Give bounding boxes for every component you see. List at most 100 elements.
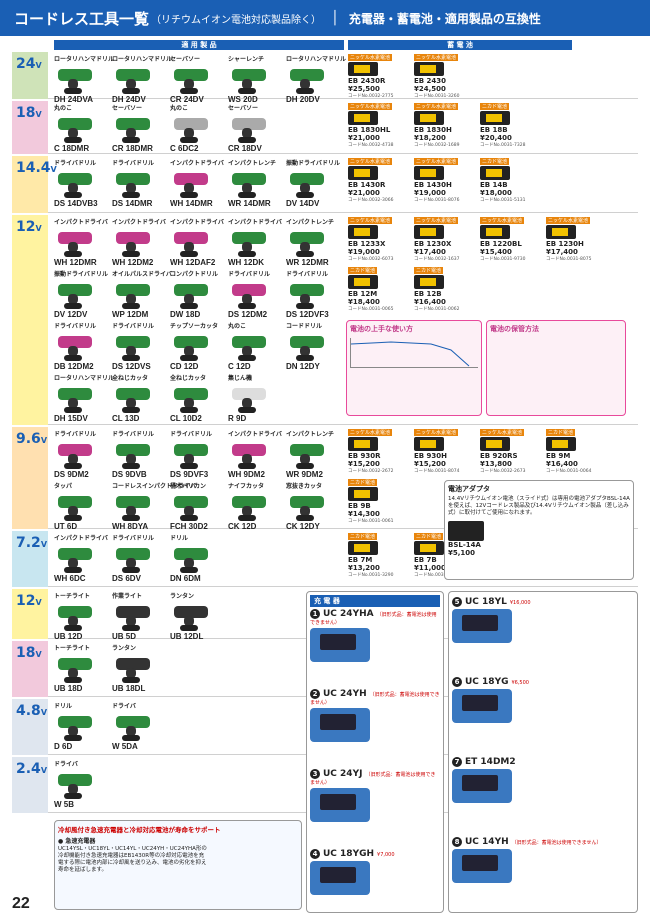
charger-note: ¥16,000: [509, 600, 531, 606]
tool-grip-shape: [184, 558, 194, 568]
charger-note: （旧形式品：蓄電池は使用できません）: [310, 772, 436, 786]
tool-body-shape: [116, 118, 150, 130]
tool-name: インパクトドライバ: [228, 431, 282, 438]
tool-image: [112, 712, 158, 742]
tool-grip-shape: [300, 183, 310, 193]
tool-name: ロータリハンマドリル: [54, 375, 115, 382]
battery-price: ¥13,800: [480, 460, 512, 468]
battery-image: [348, 487, 378, 501]
adapter-box: 電池アダプタ 14.4Vリチウムイオン電池（スライド式）は専用の電池アダプタBS…: [444, 480, 634, 580]
tool-model: WH 12DK: [228, 258, 265, 267]
battery-type-tag: ニカド電池: [348, 533, 378, 540]
tool-image: [54, 492, 100, 522]
battery-model: EB 2430: [414, 77, 447, 85]
tool-name: セーバソー: [228, 105, 258, 112]
